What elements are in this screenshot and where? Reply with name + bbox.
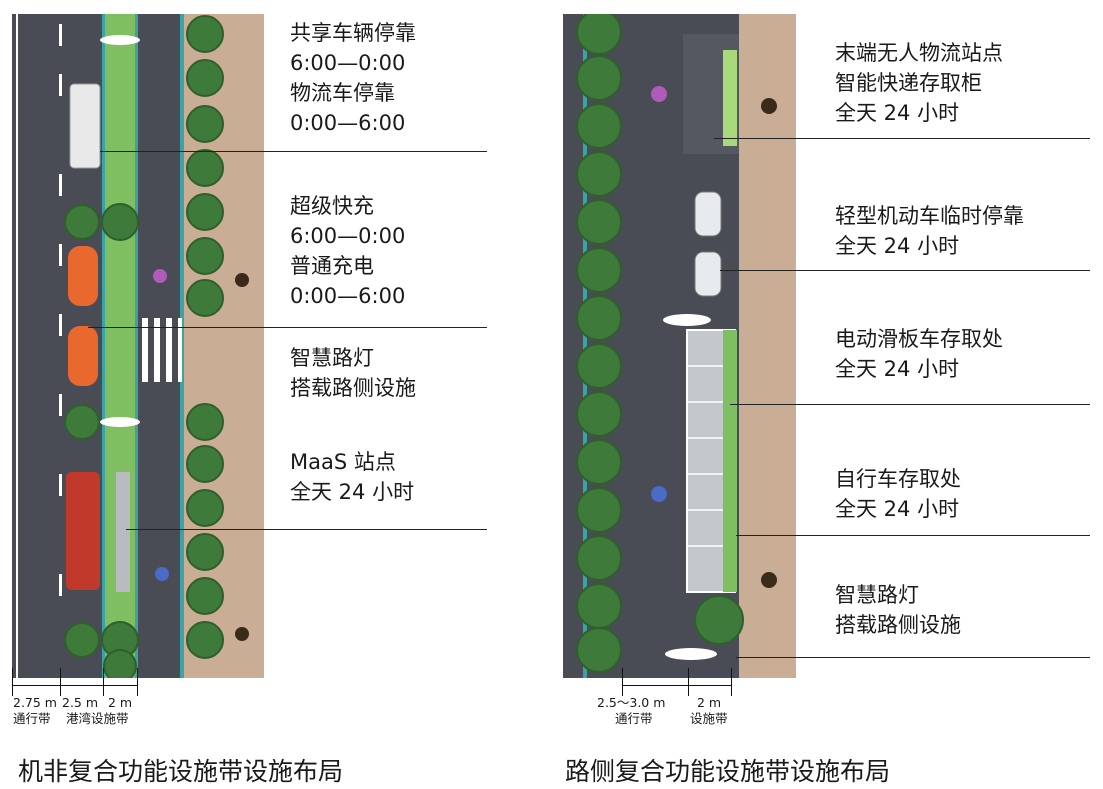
label-line: 0:00—6:00 <box>290 284 406 308</box>
leader-line-scooter <box>730 404 1090 405</box>
label-line: 全天 24 小时 <box>835 357 960 381</box>
leader-line-light-vehicle <box>720 270 1090 271</box>
label-light-vehicle-stop: 轻型机动车临时停靠 全天 24 小时 <box>835 201 1024 261</box>
right-plan-view <box>563 14 796 678</box>
dimension-label: 2 m <box>108 695 133 710</box>
label-line: 全天 24 小时 <box>835 497 960 521</box>
label-line: 6:00—0:00 <box>290 51 406 75</box>
label-line: 轻型机动车临时停靠 <box>835 204 1024 228</box>
label-fast-charging: 超级快充 6:00—0:00 普通充电 0:00—6:00 <box>290 191 405 311</box>
dimension-line <box>12 685 137 686</box>
label-line: 电动滑板车存取处 <box>835 327 1003 351</box>
label-line: 普通充电 <box>290 254 374 278</box>
left-caption: 机非复合功能设施带设施布局 <box>18 757 344 786</box>
label-line: 全天 24 小时 <box>290 480 415 504</box>
label-line: 6:00—0:00 <box>290 224 406 248</box>
label-line: 0:00—6:00 <box>290 111 406 135</box>
dimension-tick <box>103 668 104 696</box>
label-line: 搭载路侧设施 <box>290 376 416 400</box>
dimension-label: 2 m <box>697 695 722 710</box>
dimension-tick <box>622 668 623 696</box>
label-line: 自行车存取处 <box>835 467 961 491</box>
label-line: 全天 24 小时 <box>835 101 960 125</box>
label-shared-vehicle-parking: 共享车辆停靠 6:00—0:00 物流车停靠 0:00—6:00 <box>290 18 416 138</box>
leader-line-shared-parking <box>100 151 487 152</box>
label-line: 共享车辆停靠 <box>290 21 416 45</box>
label-line: 物流车停靠 <box>290 81 395 105</box>
label-bicycle-station: 自行车存取处 全天 24 小时 <box>835 464 961 524</box>
label-line: 智慧路灯 <box>290 346 374 370</box>
label-line: MaaS 站点 <box>290 450 396 474</box>
dimension-tick <box>731 668 732 696</box>
leader-line-charging <box>88 327 487 328</box>
right-caption: 路侧复合功能设施带设施布局 <box>565 757 891 786</box>
label-line: 超级快充 <box>290 194 374 218</box>
zone-label: 设施带 <box>690 711 728 726</box>
zone-label: 港湾设施带 <box>66 711 129 726</box>
zone-label: 通行带 <box>13 711 51 726</box>
label-smart-streetlight-right: 智慧路灯 搭载路侧设施 <box>835 580 961 640</box>
zone-label: 通行带 <box>615 711 653 726</box>
dimension-label: 2.75 m <box>13 695 57 710</box>
label-logistics-station: 末端无人物流站点 智能快递存取柜 全天 24 小时 <box>835 38 1003 128</box>
label-maas-station: MaaS 站点 全天 24 小时 <box>290 447 414 507</box>
leader-line-streetlight-right <box>736 657 1090 658</box>
label-line: 末端无人物流站点 <box>835 41 1003 65</box>
label-scooter-station: 电动滑板车存取处 全天 24 小时 <box>835 324 1003 384</box>
dimension-tick <box>137 668 138 696</box>
dimension-line <box>622 685 731 686</box>
leader-line-bicycle <box>736 535 1090 536</box>
dimension-tick <box>60 668 61 696</box>
label-line: 搭载路侧设施 <box>835 613 961 637</box>
dimension-label: 2.5～3.0 m <box>597 695 666 710</box>
left-plan-view <box>12 14 264 678</box>
label-line: 智慧路灯 <box>835 583 919 607</box>
dimension-label: 2.5 m <box>62 695 99 710</box>
label-line: 智能快递存取柜 <box>835 71 982 95</box>
leader-line-maas <box>126 529 487 530</box>
dimension-tick <box>12 668 13 696</box>
right-street-illustration <box>563 14 796 678</box>
label-smart-streetlight-left: 智慧路灯 搭载路侧设施 <box>290 343 416 403</box>
left-street-illustration <box>12 14 264 678</box>
dimension-tick <box>688 668 689 696</box>
leader-line-logistics <box>714 138 1090 139</box>
label-line: 全天 24 小时 <box>835 234 960 258</box>
